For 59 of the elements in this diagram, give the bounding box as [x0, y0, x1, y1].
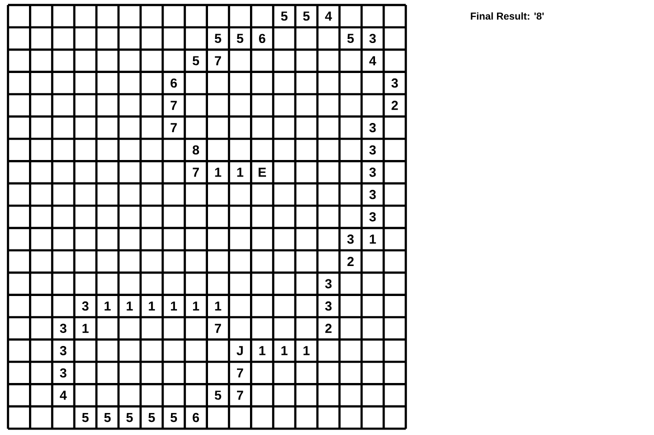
chain-code-digit: 5: [303, 12, 310, 21]
chain-code-digit: 1: [193, 302, 200, 311]
chain-code-digit: 5: [347, 34, 354, 43]
chain-code-digit: 2: [392, 100, 398, 110]
chain-code-digit: 1: [126, 302, 133, 311]
chain-code-digit: 7: [170, 123, 177, 132]
result-text: Final Result: '8': [470, 12, 544, 20]
chain-code-digit: 5: [104, 413, 111, 422]
chain-code-digit: 3: [325, 301, 332, 311]
chain-code-digit: 7: [237, 390, 244, 400]
chain-code-digit: 3: [347, 234, 354, 244]
chain-code-digit: 3: [60, 346, 66, 356]
chain-code-digit: 5: [82, 413, 89, 422]
chain-code-digit: 1: [82, 324, 89, 333]
chain-code-digit: 5: [214, 34, 222, 43]
chain-code-digit: 1: [148, 302, 155, 311]
chain-code-digit: 3: [391, 78, 398, 88]
chain-code-digit: 1: [259, 346, 266, 356]
chain-code-digit: 7: [214, 56, 221, 66]
chain-code-digit: 1: [215, 302, 222, 311]
chain-code-digit: J: [236, 346, 243, 356]
chain-code-digit: 2: [347, 256, 354, 266]
chain-code-digit: 3: [369, 34, 376, 44]
chain-code-digit: E: [258, 168, 266, 177]
chain-code-digit: 1: [215, 168, 222, 177]
chain-code-digit: 4: [60, 390, 67, 400]
chain-code-digit: 5: [236, 34, 244, 43]
chain-code-digit: 3: [369, 145, 376, 155]
chain-code-digit: 7: [237, 368, 244, 378]
chain-code-digit: 3: [60, 324, 66, 333]
chain-code-digit: 4: [325, 12, 332, 21]
chain-code-digit: 1: [170, 302, 177, 311]
chain-code-digit: 1: [281, 346, 288, 356]
chain-code-digit: 1: [237, 168, 244, 177]
chain-code-digit: 6: [259, 34, 266, 44]
chain-code-digit: 5: [126, 413, 133, 422]
chain-code-digit: 6: [192, 412, 199, 422]
chain-code-digit: 8: [192, 145, 200, 155]
chain-code-digit: 7: [214, 324, 221, 333]
chain-code-digit: 4: [369, 56, 376, 66]
chain-code-digit: 1: [104, 302, 111, 311]
chain-code-digit: 3: [369, 190, 376, 200]
chain-code-digit: 5: [281, 12, 288, 21]
chain-code-digit: 3: [369, 123, 376, 132]
chain-code-digit: 3: [369, 168, 376, 177]
chain-code-digit: 3: [82, 301, 88, 311]
chain-code-digit: 1: [304, 346, 310, 356]
chain-code-digit: 5: [192, 56, 200, 66]
chain-code-digit: 1: [370, 234, 376, 244]
chain-code-digit: 6: [170, 78, 177, 88]
chain-code-digit: 5: [214, 390, 222, 400]
chain-code-digit: 7: [192, 168, 199, 177]
chain-code-digit: 5: [170, 413, 177, 422]
chain-code-digit: 5: [148, 413, 155, 422]
chain-code-digit: 3: [369, 212, 376, 222]
chain-code-digit: 3: [325, 279, 332, 288]
chain-code-digit: 3: [60, 368, 66, 378]
chain-code-digit: 7: [170, 100, 177, 110]
chain-code-digit: 2: [325, 324, 332, 333]
